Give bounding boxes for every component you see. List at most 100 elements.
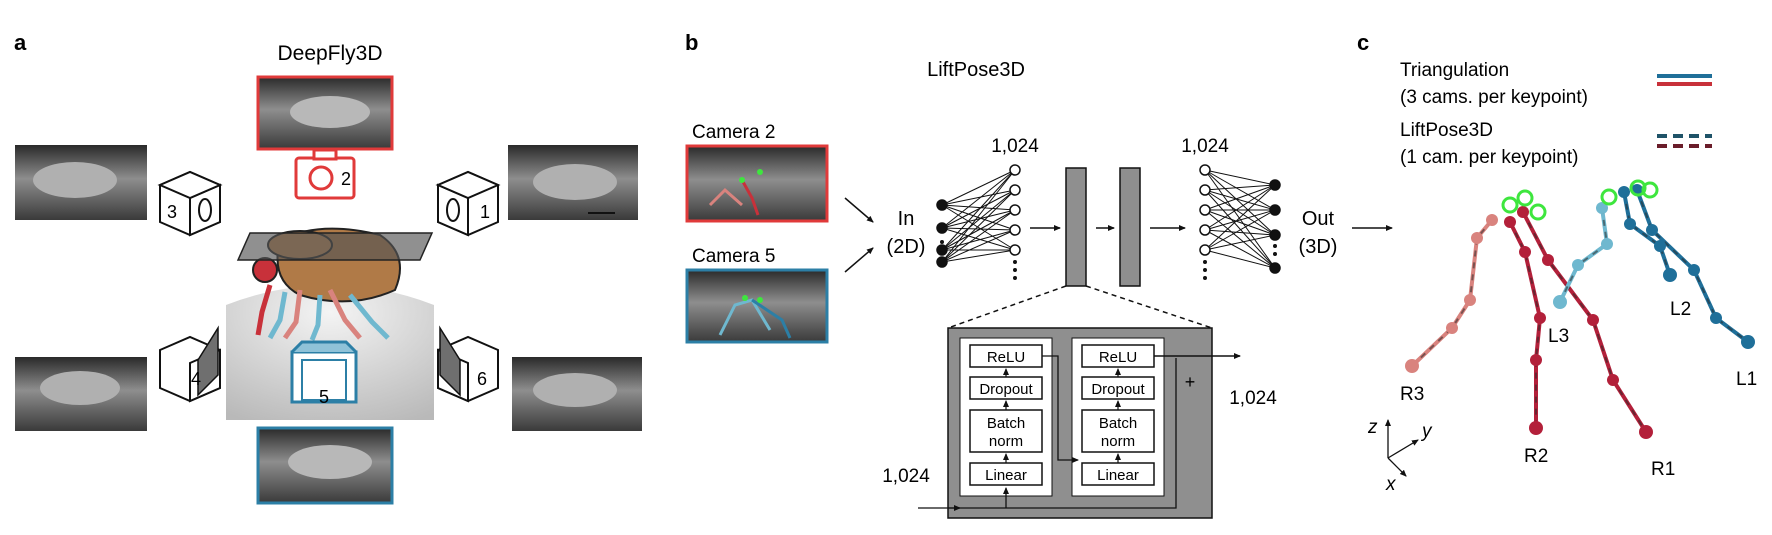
leg-label-R2: R2 [1524,446,1548,467]
network-node [1269,229,1281,241]
network-edge [941,249,1016,263]
axis-z-label: z [1367,417,1378,438]
network-edge [1204,229,1276,236]
ellipsis-dot [1203,260,1207,264]
leg-R3-joint [1446,322,1458,334]
leg-L3-joint [1553,295,1567,309]
highlight-keypoint [1629,179,1647,197]
camera5-label: Camera 5 [692,246,775,267]
leg-R1-joint [1517,206,1529,218]
ellipsis-dot [1203,276,1207,280]
network-edge [941,189,1016,251]
camera-image-1 [508,145,638,220]
leg-label-L3: L3 [1548,326,1569,347]
leg-L1-joint [1741,335,1755,349]
network-edge [941,189,1016,229]
network-node [1009,164,1021,176]
block-in-size: 1,024 [882,466,930,487]
camera-number-5: 5 [319,387,329,407]
network-node [1009,244,1021,256]
network-edge [1204,184,1276,231]
pose-skeleton [1405,179,1755,439]
legend-triangulation-line1: Triangulation [1400,60,1509,81]
network-node [1009,184,1021,196]
network-edge [941,204,1016,251]
axis-x-label: x [1385,474,1397,495]
cut-plane [236,232,434,261]
leg-L2-joint [1663,268,1677,282]
network-edge [1204,209,1276,236]
network-node [1269,204,1281,216]
network-edge [941,169,1016,263]
highlight-keypoint [1641,181,1659,199]
legend-liftpose-line2: (1 cam. per keypoint) [1400,147,1578,168]
network-edge [1204,184,1276,211]
linear-label: Linear [1097,467,1139,484]
camera-image-6 [512,357,642,431]
camera-1-icon: 1 [435,170,501,237]
dropout-label: Dropout [979,381,1033,398]
leg-L3-line [1558,207,1610,303]
camera2-image [685,144,829,223]
leg-R2-joint [1504,216,1516,228]
leg-L2-line [1622,191,1672,276]
leg-label-R1: R1 [1651,459,1675,480]
input-label-line1: In [898,208,915,230]
network-edge [941,169,1016,206]
network-node [1199,244,1211,256]
ellipsis-dot [1203,268,1207,272]
network-edge [941,227,1016,251]
ellipsis-dot [1013,268,1017,272]
output-label-line2: (3D) [1299,236,1338,258]
zoom-line-right [1085,285,1213,329]
batchnorm-label-line2: norm [989,433,1023,450]
network-edge [1204,209,1276,269]
camera-5-icon: 5 [290,340,358,407]
network-edge [941,169,1016,229]
leg-L3-lift-line [1559,207,1609,303]
leg-L2-joint [1654,240,1666,252]
legend-triangulation-swatch [1657,74,1712,86]
camera-2-icon: 2 [294,148,356,200]
axis-y-label: y [1420,421,1433,442]
network-node [936,256,948,268]
network-edge [941,227,1016,231]
network-edge [941,204,1016,211]
relu-label: ReLU [987,349,1025,366]
camera-number-6: 6 [477,369,487,389]
leg-R1-lift-line [1522,211,1647,433]
axes-gizmo: z y x [1367,417,1433,495]
network-node [1269,262,1281,274]
network-node [936,222,948,234]
relu-label: ReLU [1099,349,1137,366]
leg-R3-joint [1486,214,1498,226]
network-edge [941,189,1016,206]
panel-b-title: LiftPose3D [927,59,1025,81]
network-edge [941,189,1016,263]
residual-sign: + [1185,372,1196,392]
network-node [1199,204,1211,216]
leg-L2-lift-line [1623,191,1671,276]
ellipsis-dot [940,240,944,244]
stack-connector [1042,355,1079,463]
leg-R1-joint [1542,254,1554,266]
leg-L3-joint [1601,238,1613,250]
leg-R2-joint [1529,421,1543,435]
legend-triangulation-line2: (3 cams. per keypoint) [1400,87,1588,108]
leg-R3-joint [1464,294,1476,306]
output-label-line1: Out [1302,208,1335,230]
batchnorm-box [969,409,1043,453]
leg-R2-joint [1519,246,1531,258]
camera-image-4 [15,357,147,431]
leg-R1-joint [1587,314,1599,326]
network-node [1009,224,1021,236]
camera-4-icon: 4 [159,325,221,403]
camera-number-2: 2 [341,169,351,189]
leg-L2-joint [1618,186,1630,198]
network-edge [1204,234,1276,251]
camera-number-3: 3 [167,202,177,222]
output-network [1199,164,1281,280]
network-node [1199,164,1211,176]
network-node [936,199,948,211]
